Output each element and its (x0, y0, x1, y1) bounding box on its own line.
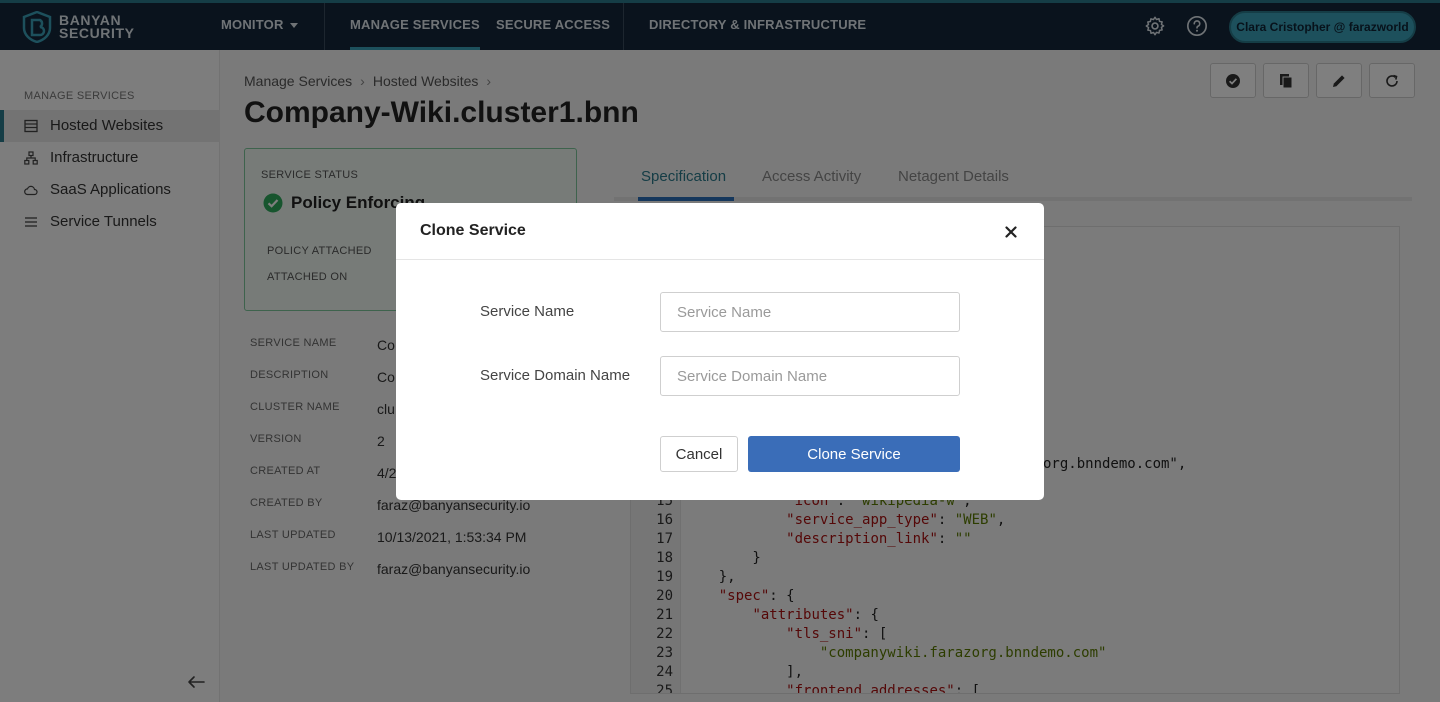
cancel-button[interactable]: Cancel (660, 436, 738, 472)
clone-service-button[interactable]: Clone Service (748, 436, 960, 472)
close-button[interactable] (1000, 221, 1022, 243)
close-icon (1005, 226, 1017, 238)
dialog-title: Clone Service (420, 222, 526, 239)
clone-service-dialog: Clone Service Service Name Service Domai… (396, 203, 1044, 500)
service-domain-name-input[interactable] (660, 356, 960, 396)
dialog-header: Clone Service (396, 203, 1044, 260)
service-name-label: Service Name (480, 303, 575, 320)
service-domain-name-label: Service Domain Name (480, 367, 631, 384)
service-name-input[interactable] (660, 292, 960, 332)
